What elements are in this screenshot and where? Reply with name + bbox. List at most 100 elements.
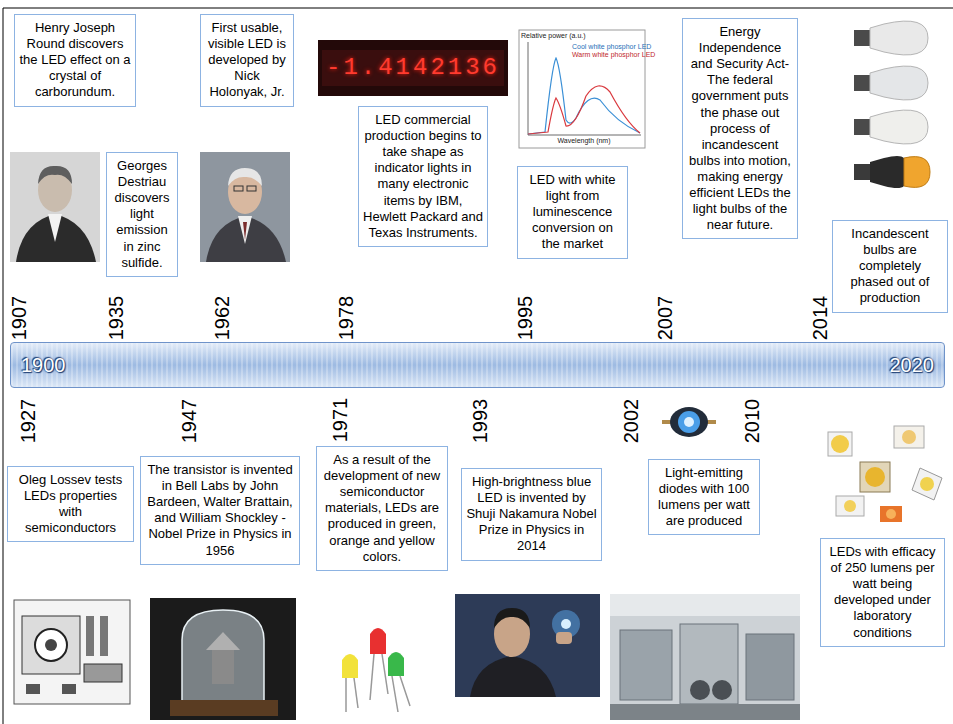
axis-title: Relative power (a.u.) <box>521 32 586 40</box>
bulb-globe <box>870 21 928 55</box>
curve-label: Warm white phosphor LED <box>572 51 655 59</box>
chip-phosphor <box>844 500 856 512</box>
spectrum-curve <box>528 86 640 134</box>
suit <box>16 214 96 262</box>
chip <box>894 426 924 448</box>
glasses <box>234 186 243 191</box>
year-label: 2010 <box>741 399 764 444</box>
led-body <box>670 407 708 437</box>
foot <box>62 684 76 694</box>
bulb-globe <box>904 157 930 188</box>
chip-phosphor <box>920 477 934 491</box>
display-digits: -1.4142136 <box>326 55 500 81</box>
chip <box>912 468 942 500</box>
apparatus-drawing <box>14 600 130 704</box>
led-leg <box>392 676 398 712</box>
led-leg <box>354 678 358 708</box>
led-leg <box>382 654 388 694</box>
bulb <box>854 66 928 100</box>
event-box: Oleg Lossev tests LEDs properties with s… <box>7 466 134 542</box>
frame-line <box>3 8 4 724</box>
event-text: Light-emitting diodes with 100 lumens pe… <box>653 465 755 529</box>
event-text: Oleg Lossev tests LEDs properties with s… <box>12 472 129 536</box>
event-text: The transistor is invented in Bell Labs … <box>145 462 295 559</box>
suit <box>206 216 286 262</box>
transistor-photo <box>150 598 296 720</box>
event-text: LED with white light from luminescence c… <box>522 172 623 253</box>
year-label: 1993 <box>469 399 492 444</box>
glass-dome <box>182 610 264 702</box>
event-box: Henry Joseph Round discovers the LED eff… <box>14 14 136 107</box>
photo-ground <box>455 594 600 697</box>
yellow-led <box>342 654 358 712</box>
bulb <box>854 110 928 144</box>
hand <box>556 632 572 644</box>
led-dome <box>388 652 404 676</box>
chip <box>880 506 902 522</box>
led-leg <box>370 654 374 700</box>
bulb-base <box>854 75 870 91</box>
collar <box>48 214 62 242</box>
led-leg <box>400 676 410 706</box>
housing <box>22 616 80 674</box>
collar <box>238 216 252 244</box>
led-display-photo <box>318 40 508 96</box>
chip <box>828 432 852 456</box>
axis-end-year: 2020 <box>890 354 935 377</box>
bulb-globe <box>870 110 928 144</box>
year-label: 1978 <box>335 296 358 341</box>
photo-ground <box>10 152 100 262</box>
bulb <box>854 21 928 55</box>
reel <box>690 680 710 700</box>
event-box: Energy Independence and Security Act-The… <box>682 18 798 239</box>
portrait-photo <box>10 152 100 262</box>
event-box: Georges Destriau discovers light emissio… <box>106 152 178 277</box>
event-text: Incandescent bulbs are completely phased… <box>837 226 943 307</box>
year-label: 2002 <box>620 399 643 444</box>
axis <box>528 135 641 136</box>
drawing-ground <box>14 600 130 704</box>
bulb <box>854 156 930 188</box>
event-box: LEDs with efficacy of 250 lumens per wat… <box>820 538 945 647</box>
display-window <box>322 50 504 86</box>
chip-phosphor <box>865 467 885 487</box>
chip-phosphor <box>886 509 896 519</box>
curve-label: Cool white phosphor LED <box>572 43 651 51</box>
lens <box>35 629 67 661</box>
timeline-bar: 1900 2020 <box>10 342 945 388</box>
bow-tie <box>243 222 247 240</box>
glasses <box>247 186 256 191</box>
event-box: Incandescent bulbs are completely phased… <box>832 220 948 313</box>
event-text: As a result of the development of new se… <box>321 452 443 565</box>
hair <box>228 168 262 186</box>
event-text: High-brightness blue LED is invented by … <box>466 474 597 555</box>
axis-end-year: 1900 <box>21 354 66 377</box>
event-box: First usable, visible LED is developed b… <box>200 14 294 107</box>
transistor-part <box>206 632 240 650</box>
display-ground <box>318 40 508 96</box>
year-label: 1927 <box>17 399 40 444</box>
year-label: 2014 <box>809 296 832 341</box>
green-led <box>388 652 410 712</box>
reel <box>712 680 732 700</box>
year-label: 1907 <box>8 296 31 341</box>
ceiling <box>610 594 800 616</box>
year-label: 1935 <box>105 296 128 341</box>
transistor-part <box>212 650 234 684</box>
year-label: 2007 <box>654 296 677 341</box>
foot <box>26 684 40 694</box>
bulb-body <box>870 156 904 188</box>
floor <box>610 704 800 720</box>
terminal-block <box>84 664 122 682</box>
suit <box>470 656 556 697</box>
portrait-photo <box>200 152 290 262</box>
chip <box>860 462 890 492</box>
hair <box>494 608 530 628</box>
blue-led <box>561 619 571 629</box>
lens-core <box>45 639 57 651</box>
machine <box>620 630 672 700</box>
red-led <box>370 628 388 700</box>
photo-ground <box>200 152 290 262</box>
